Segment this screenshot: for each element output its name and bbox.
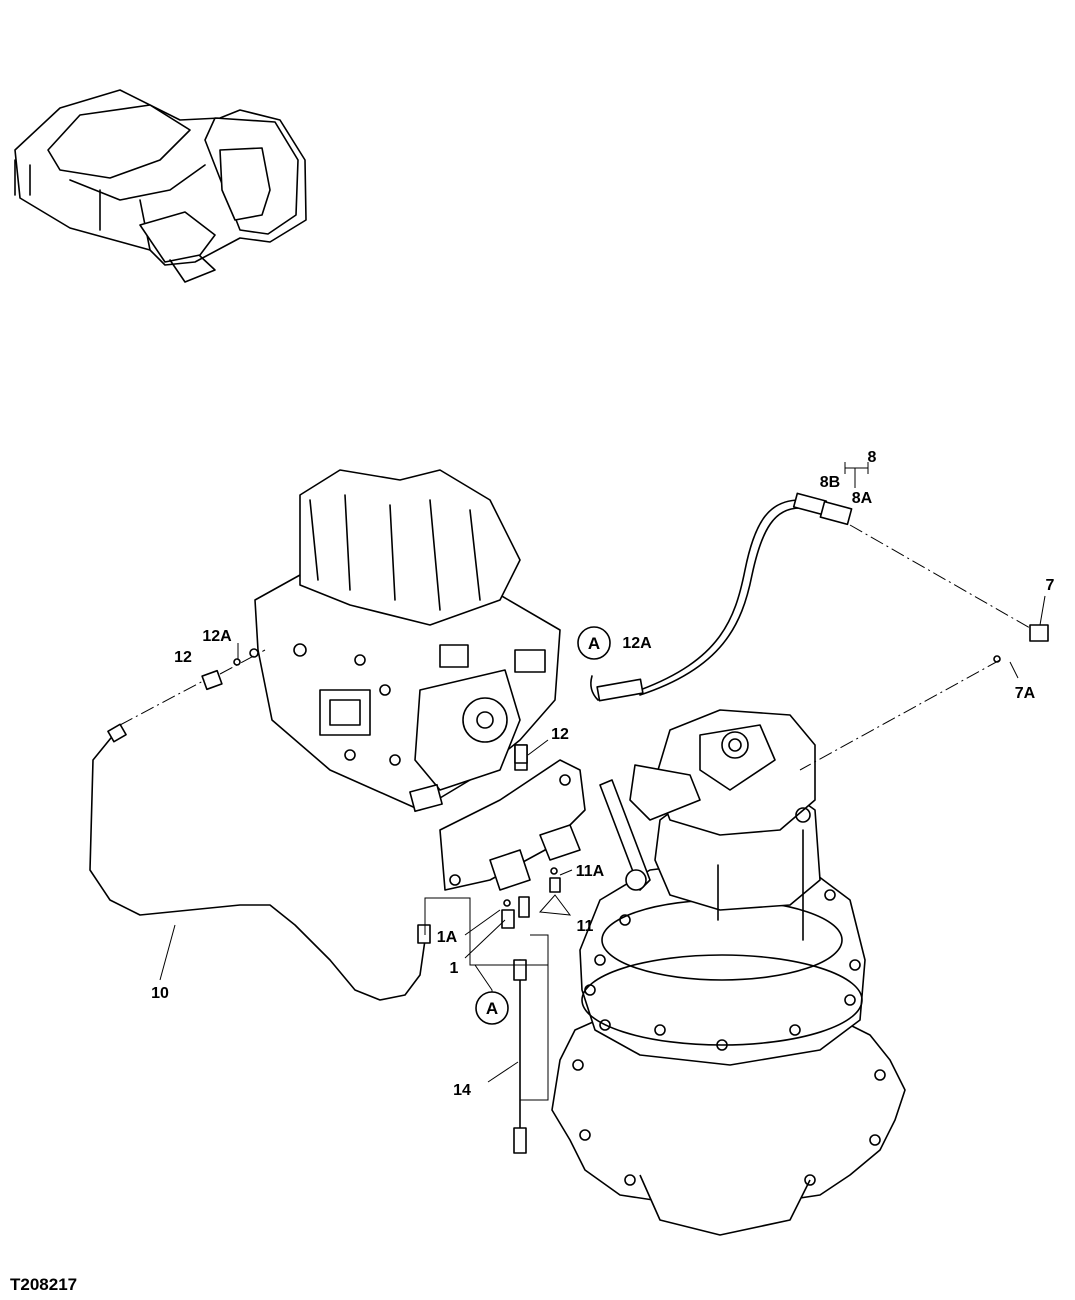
control-valve-illustration — [254, 469, 561, 813]
callout-10: 10 — [151, 985, 169, 1002]
callout-7: 7 — [1046, 577, 1055, 594]
callout-11: 11 — [577, 918, 594, 935]
hose-14-illustration — [513, 959, 527, 1154]
callout-7a: 7A — [1015, 685, 1036, 702]
tube-10-illustration — [89, 723, 431, 1001]
hose-8-illustration — [590, 492, 853, 702]
callout-12-right: 12 — [551, 726, 569, 743]
excavator-locator-illustration — [14, 89, 307, 283]
reference-marker-top-label: A — [588, 634, 600, 653]
leader-lines — [119, 462, 1046, 1101]
reference-marker-bottom: A — [475, 991, 509, 1025]
callout-8: 8 — [868, 449, 877, 466]
swing-motor-illustration — [551, 709, 906, 1236]
callout-12a-reference: 12A — [622, 635, 652, 652]
callout-11a: 11A — [576, 863, 605, 880]
callout-8b: 8B — [820, 474, 840, 491]
callout-1: 1 — [450, 960, 459, 977]
callout-14: 14 — [453, 1082, 471, 1099]
fitting-7-illustration — [993, 624, 1049, 663]
callout-12-left: 12 — [174, 649, 192, 666]
figure-code: T208217 — [10, 1275, 77, 1294]
reference-marker-bottom-label: A — [486, 999, 498, 1018]
fittings-1-11-12-illustration — [201, 648, 561, 929]
callout-1a: 1A — [437, 929, 458, 946]
callout-8a: 8A — [852, 490, 873, 507]
reference-marker-top: A — [577, 626, 611, 660]
callout-12a-left: 12A — [202, 628, 232, 645]
